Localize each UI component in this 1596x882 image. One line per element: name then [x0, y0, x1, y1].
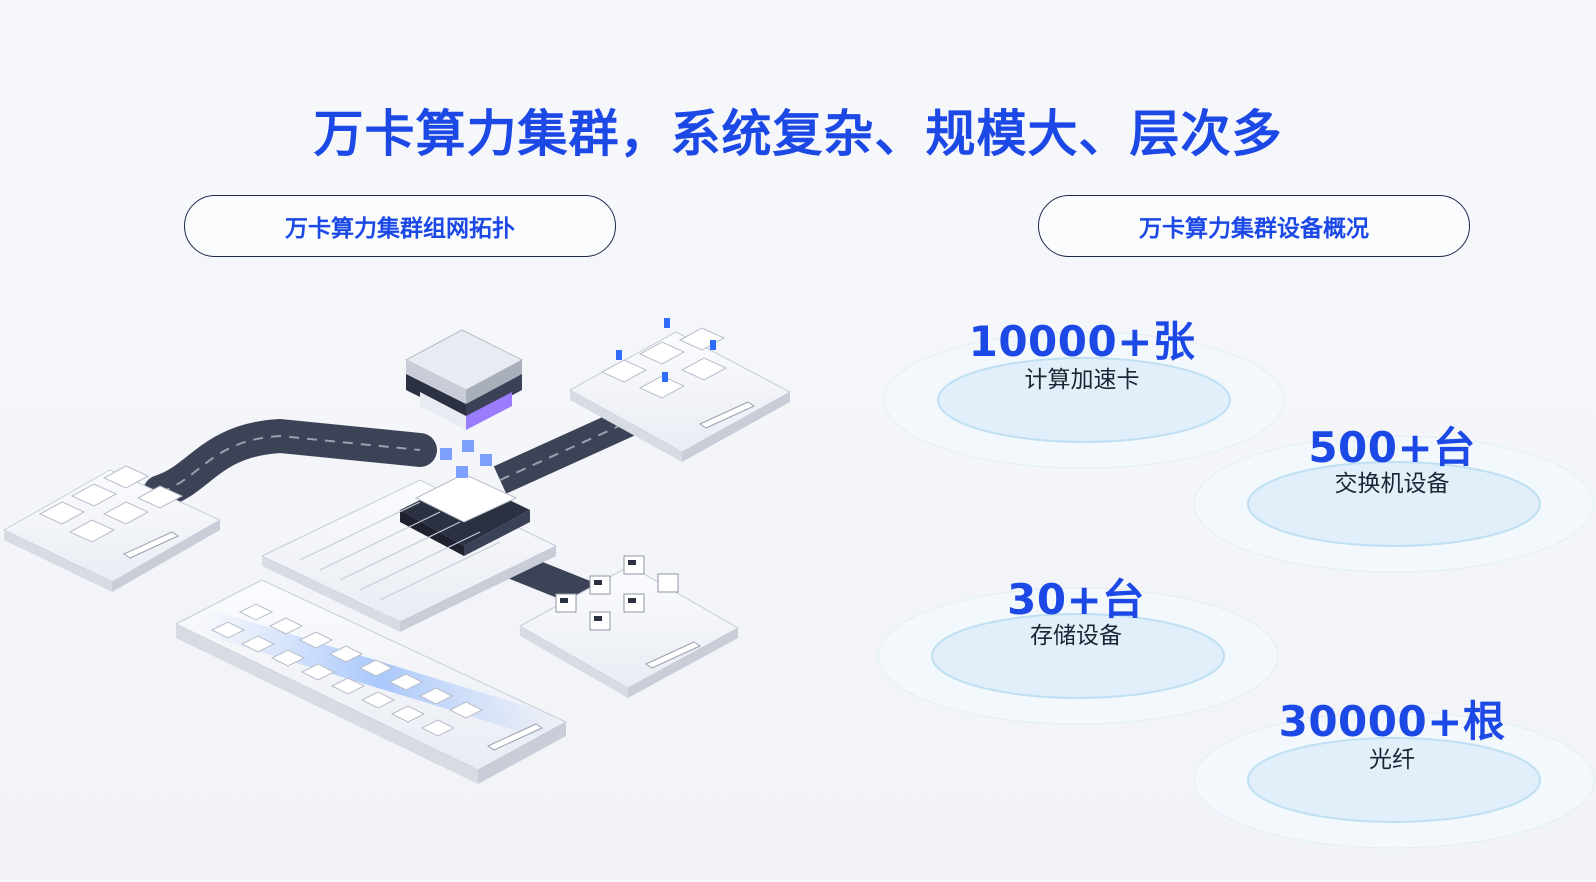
stat-storage: 30+台 存储设备 [856, 558, 1296, 758]
stat-dish-graphic [1193, 711, 1595, 849]
stat-compute-cards: 10000+张 计算加速卡 [862, 302, 1302, 502]
stat-label: 光纤 [1369, 747, 1415, 773]
page-title: 万卡算力集群，系统复杂、规模大、层次多 [313, 105, 1283, 163]
overview-section-text: 万卡算力集群设备概况 [1139, 216, 1369, 242]
topology-section-label: 万卡算力集群组网拓扑 [184, 195, 616, 257]
stat-fiber: 30000+根 光纤 [1172, 682, 1596, 882]
topology-section-text: 万卡算力集群组网拓扑 [285, 216, 515, 242]
stat-value: 500+台 [1308, 423, 1476, 472]
stat-dish-graphic [883, 331, 1285, 469]
overview-section-label: 万卡算力集群设备概况 [1038, 195, 1470, 257]
central-hub [260, 329, 558, 632]
platform-right-bottom [518, 555, 740, 698]
stat-value: 30000+根 [1278, 697, 1506, 746]
stat-value: 10000+张 [968, 317, 1196, 366]
stat-label: 计算加速卡 [1024, 367, 1140, 393]
stat-dish-graphic [877, 587, 1279, 725]
stat-dish-graphic [1193, 435, 1595, 573]
platform-left [2, 465, 222, 592]
platform-right-top [568, 318, 792, 462]
stat-label: 存储设备 [1030, 623, 1122, 649]
stat-value: 30+台 [1007, 575, 1145, 624]
stat-label: 交换机设备 [1334, 471, 1450, 497]
platform-compute [174, 579, 568, 784]
cluster-topology-illustration [2, 318, 792, 784]
stat-switches: 500+台 交换机设备 [1172, 406, 1596, 606]
